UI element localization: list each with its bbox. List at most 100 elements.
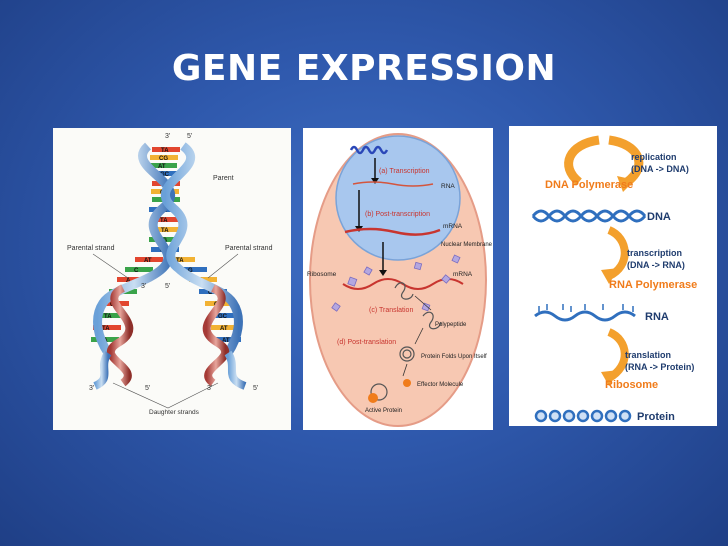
slide-title: GENE EXPRESSION bbox=[171, 48, 557, 89]
base-pair-label: AT bbox=[144, 258, 152, 264]
base-pair-label: TA bbox=[161, 228, 169, 234]
base-pair-rung bbox=[151, 217, 179, 222]
base-pair-rung bbox=[95, 313, 123, 318]
base-pair-rung bbox=[209, 313, 237, 318]
ribosome-icon bbox=[413, 261, 423, 271]
effector-molecule-icon bbox=[403, 379, 411, 387]
prime-5-right: 5' bbox=[253, 385, 258, 392]
central-dogma-diagram: replication (DNA -> DNA) DNA Polymerase … bbox=[531, 135, 697, 423]
base-pair-label: AT bbox=[222, 338, 230, 344]
base-pair-label: TA bbox=[104, 314, 112, 320]
polypeptide-icon bbox=[422, 311, 442, 330]
base-pair-rung bbox=[152, 147, 180, 152]
polypeptide-icon bbox=[394, 282, 414, 300]
ribosome-icon bbox=[331, 302, 341, 312]
dna-helix-icon bbox=[531, 209, 647, 223]
mrna-label-mid: mRNA bbox=[453, 271, 473, 278]
base-pair-rung bbox=[93, 325, 121, 330]
transcription-label: transcription bbox=[627, 248, 682, 258]
prime-3-right: 3' bbox=[207, 385, 212, 392]
parental-strand-left-label: Parental strand bbox=[67, 245, 115, 252]
parental-strand-right-end bbox=[224, 350, 247, 390]
cell-expression-panel: (a) Transcription RNA (b) Post-transcrip… bbox=[303, 128, 493, 430]
translation-label: translation bbox=[625, 350, 671, 360]
dna-label: DNA bbox=[647, 211, 671, 223]
prime-3-top: 3' bbox=[165, 133, 170, 140]
rna-label: RNA bbox=[645, 311, 669, 323]
base-pair-label: TA bbox=[161, 148, 169, 154]
protein-beads-icon bbox=[534, 409, 632, 423]
base-pair-label: GC bbox=[218, 314, 228, 320]
prime-3-mid: 3' bbox=[141, 283, 146, 290]
prime-3-left: 3' bbox=[89, 385, 94, 392]
prime-5-mid: 5' bbox=[165, 283, 170, 290]
rna-polymerase-label: RNA Polymerase bbox=[609, 279, 697, 291]
active-protein-label: Active Protein bbox=[365, 408, 402, 414]
rna-label: RNA bbox=[441, 183, 455, 190]
replication-sub-label: (DNA -> DNA) bbox=[631, 164, 689, 174]
ribosome-label: Ribosome bbox=[307, 271, 337, 278]
translation-label: (c) Translation bbox=[369, 307, 413, 314]
daughter-strands-label: Daughter strands bbox=[149, 409, 200, 416]
active-protein-icon bbox=[370, 383, 388, 401]
base-pair-rung bbox=[125, 267, 153, 272]
mrna-strand bbox=[344, 227, 441, 236]
base-pair-rung bbox=[179, 267, 207, 272]
base-pair-label: GC bbox=[160, 172, 170, 178]
protein-label: Protein bbox=[637, 411, 675, 423]
base-pair-label: TA bbox=[176, 258, 184, 264]
parental-strand-right-label: Parental strand bbox=[225, 245, 273, 252]
polypeptide-label: Polypeptide bbox=[435, 322, 467, 328]
mrna-cytoplasm-strand bbox=[342, 278, 464, 290]
ribosome-icon bbox=[451, 254, 461, 264]
central-dogma-panel: replication (DNA -> DNA) DNA Polymerase … bbox=[509, 126, 717, 426]
translation-sub-label: (RNA -> Protein) bbox=[625, 362, 694, 372]
base-pair-rung bbox=[152, 227, 180, 232]
ribosome-icon bbox=[441, 274, 451, 284]
ribosome-label: Ribosome bbox=[605, 379, 658, 391]
parental-strand-right bbox=[161, 142, 243, 356]
base-pair-rung bbox=[150, 155, 178, 160]
rna-strand bbox=[352, 181, 434, 187]
base-pair-rung bbox=[151, 171, 179, 176]
post-translation-label: (d) Post-translation bbox=[337, 339, 396, 346]
base-pair-label: G bbox=[188, 268, 193, 274]
ribosome-icon bbox=[347, 276, 358, 287]
base-pair-rung bbox=[117, 277, 145, 282]
base-pair-label: AT bbox=[158, 164, 166, 170]
daughter-strand-left bbox=[106, 284, 134, 387]
base-pair-label: CG bbox=[159, 156, 168, 162]
cell-expression-diagram: (a) Transcription RNA (b) Post-transcrip… bbox=[307, 133, 493, 427]
prime-5-top: 5' bbox=[187, 133, 192, 140]
prime-5-left: 5' bbox=[145, 385, 150, 392]
base-pair-label: AT bbox=[220, 326, 228, 332]
transcription-sub-label: (DNA -> RNA) bbox=[627, 260, 685, 270]
parent-label: Parent bbox=[213, 175, 234, 182]
parental-strand-left-end bbox=[93, 350, 112, 390]
replication-arrow-icon bbox=[608, 135, 644, 186]
base-pair-label: A bbox=[126, 278, 131, 284]
transcription-label: (a) Transcription bbox=[379, 168, 430, 175]
base-pair-rung bbox=[149, 163, 177, 168]
base-pair-rung bbox=[213, 337, 241, 342]
base-pair-label: TA bbox=[160, 218, 168, 224]
protein-folds-label: Protein Folds Upon Itself bbox=[421, 354, 487, 360]
daughter-strand-right bbox=[202, 284, 230, 387]
base-pair-rung bbox=[135, 257, 163, 262]
post-transcription-label: (b) Post-transcription bbox=[365, 211, 430, 218]
base-pair-rung bbox=[167, 257, 195, 262]
base-pair-rung bbox=[211, 325, 239, 330]
protein-fold-icon bbox=[399, 346, 415, 362]
nuclear-membrane-label: Nuclear Membrane bbox=[441, 242, 493, 248]
effector-molecule-label: Effector Molecule bbox=[417, 382, 464, 388]
ribosome-icon bbox=[363, 266, 373, 276]
rna-strand-icon bbox=[534, 310, 636, 322]
base-pair-label: C bbox=[134, 268, 139, 274]
dna-polymerase-label: DNA Polymerase bbox=[545, 179, 633, 191]
mrna-label-top: mRNA bbox=[443, 223, 463, 230]
dna-coil-icon bbox=[349, 145, 389, 155]
base-pair-label: TA bbox=[102, 326, 110, 332]
replication-label: replication bbox=[631, 152, 677, 162]
